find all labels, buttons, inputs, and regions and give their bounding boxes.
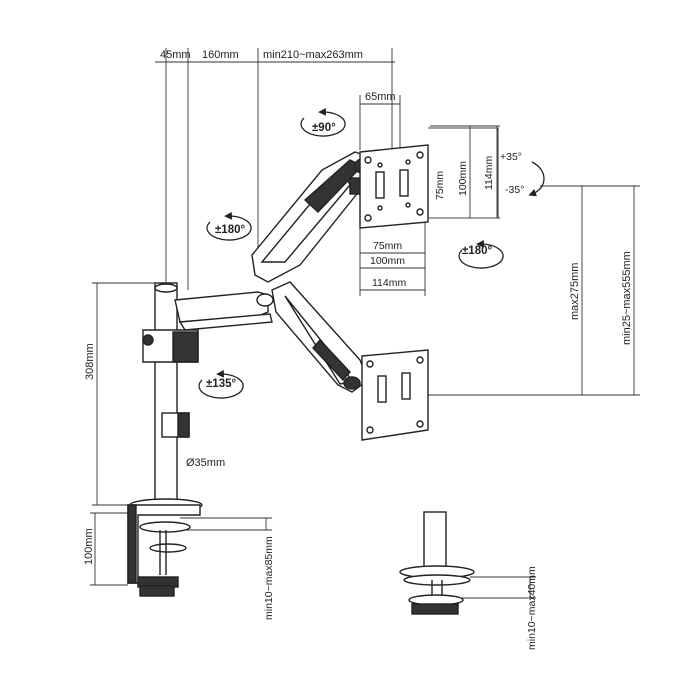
dimension-labels: 45mm 160mm min210~max263mm 65mm ±90° ±18… (83, 49, 633, 650)
rotation-arrows (198, 108, 545, 399)
label-rotation-swivel: ±90° (312, 122, 336, 134)
label-lower-arm: 160mm (202, 49, 239, 61)
label-clamp-height: 100mm (83, 528, 95, 565)
label-vesa-v-75: 75mm (434, 171, 446, 200)
label-base-offset: 45mm (160, 49, 191, 61)
upper-arm-lowered (271, 281, 369, 393)
label-vesa-h-114: 114mm (372, 277, 406, 289)
pole (154, 282, 178, 506)
label-max-travel: max275mm (569, 263, 581, 320)
label-vesa-h-75: 75mm (373, 240, 402, 252)
desk-clamp (127, 504, 201, 597)
label-tilt-down: -35° (505, 184, 524, 196)
label-screen-height: min25~max555mm (621, 251, 633, 345)
upper-arm-raised (251, 151, 373, 283)
label-tilt-up: +35° (500, 151, 522, 163)
label-rotation-lower-arm: ±135° (206, 378, 236, 390)
vesa-plate-lowered (361, 349, 429, 441)
label-upper-arm: min210~max263mm (263, 49, 363, 61)
label-vesa-v-100: 100mm (457, 161, 469, 196)
label-clamp-range: min10~max85mm (263, 536, 275, 620)
label-pole-diameter: Ø35mm (186, 457, 225, 469)
label-vesa-h-100: 100mm (370, 255, 405, 267)
monitor-outline (428, 127, 499, 219)
lower-arm (174, 291, 274, 331)
label-grommet-range: min10~max40mm (526, 566, 538, 650)
label-rotation-plate: ±180° (462, 245, 492, 257)
label-vesa-offset: 65mm (365, 91, 396, 103)
grommet-base (399, 511, 475, 615)
label-vesa-v-114: 114mm (483, 156, 495, 190)
vesa-plate-raised (359, 144, 429, 229)
label-rotation-upper-arm: ±180° (215, 224, 245, 236)
label-pole-height: 308mm (84, 343, 96, 380)
